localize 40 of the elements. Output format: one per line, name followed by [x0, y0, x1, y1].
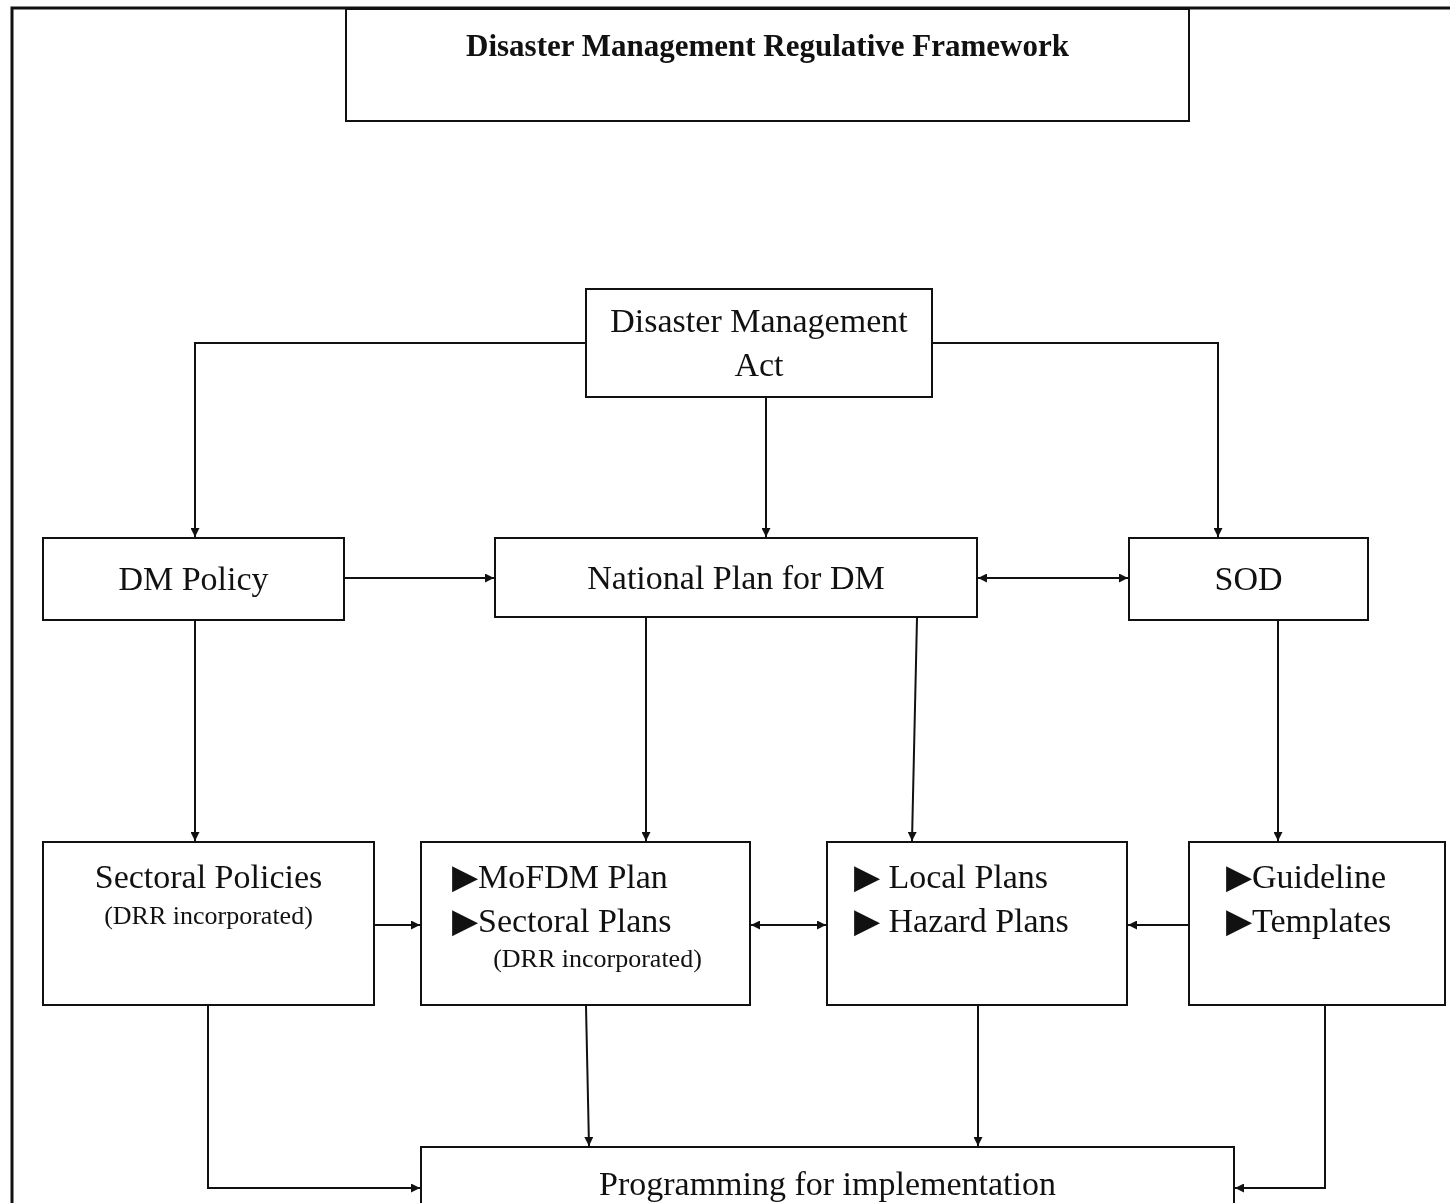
- note-text: (DRR incorporated): [103, 899, 314, 932]
- process-box: [1188, 841, 1446, 1006]
- arrow: [977, 573, 1129, 583]
- process-box: [1128, 537, 1369, 621]
- process-box: [420, 841, 751, 1006]
- arrow: [1127, 920, 1189, 930]
- node-label: DM Policy: [117, 559, 270, 600]
- arrow: [190, 342, 586, 538]
- node-label: ▶Sectoral Plans: [452, 900, 673, 941]
- node-label: Sectoral Policies: [93, 857, 324, 897]
- process-box: [42, 537, 345, 621]
- process-box: [420, 1146, 1235, 1203]
- process-box: [826, 841, 1128, 1006]
- node-label: National Plan for DM: [586, 557, 886, 598]
- arrow: [584, 1005, 594, 1147]
- arrow: [344, 573, 495, 583]
- process-box: [494, 537, 978, 618]
- process-box: [585, 288, 933, 398]
- arrow: [641, 617, 651, 842]
- arrow: [907, 617, 918, 842]
- node-label: ▶Templates: [1226, 900, 1393, 941]
- arrow: [374, 920, 421, 930]
- arrow: [973, 1005, 983, 1147]
- node-label: ▶Guideline: [1226, 857, 1388, 897]
- node-label: ▶ Hazard Plans: [854, 900, 1070, 941]
- node-label: SOD: [1213, 559, 1284, 600]
- arrow: [761, 397, 771, 538]
- arrow: [932, 342, 1223, 538]
- title: Disaster Management Regulative Framework: [345, 8, 1190, 122]
- process-box: [42, 841, 375, 1006]
- node-label: Programming for implementation: [598, 1164, 1057, 1203]
- note-text: (DRR incorporated): [492, 943, 703, 976]
- arrow: [1273, 620, 1283, 842]
- node-label: Disaster Management Act: [609, 301, 909, 385]
- node-label: ▶ Local Plans: [854, 857, 1050, 897]
- arrow: [207, 1005, 421, 1193]
- arrow: [750, 920, 827, 930]
- arrow: [1234, 1005, 1326, 1193]
- node-label: ▶MoFDM Plan: [452, 857, 669, 897]
- arrow: [190, 620, 200, 842]
